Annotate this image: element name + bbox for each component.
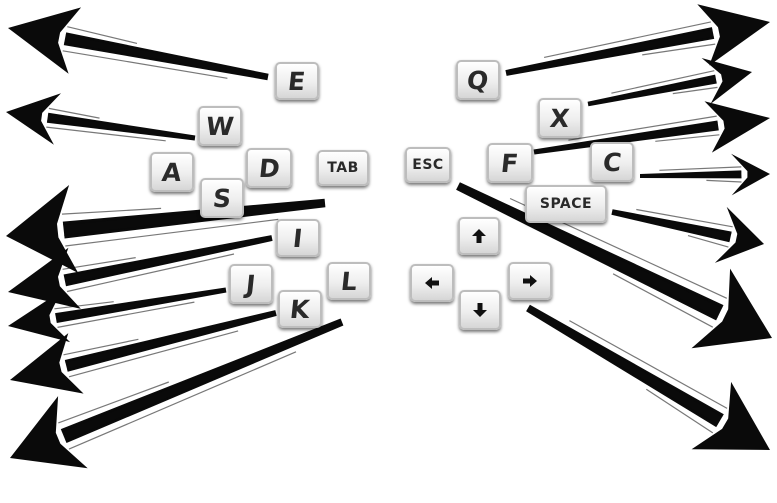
key-w-label: W bbox=[204, 111, 236, 141]
key-j-label: J bbox=[244, 269, 258, 299]
key-right bbox=[508, 262, 552, 300]
key-left bbox=[410, 264, 454, 302]
down-arrow-icon bbox=[473, 303, 487, 317]
key-k: K bbox=[278, 290, 322, 328]
key-tab: TAB bbox=[317, 150, 369, 186]
key-down bbox=[459, 290, 501, 330]
key-c-label: C bbox=[601, 147, 623, 177]
key-c: C bbox=[590, 142, 634, 182]
key-w: W bbox=[198, 106, 242, 146]
key-esc: ESC bbox=[405, 147, 451, 183]
key-up bbox=[458, 217, 500, 255]
key-tab-label: TAB bbox=[327, 160, 359, 176]
arrow-from-q bbox=[505, 4, 770, 76]
key-x: X bbox=[538, 98, 582, 138]
arrow-from-c bbox=[640, 153, 770, 196]
arrow-from-esc bbox=[456, 182, 772, 349]
key-l-label: L bbox=[339, 266, 359, 296]
arrow-from-space bbox=[611, 206, 764, 263]
arrow-from-k bbox=[10, 310, 277, 394]
arrow-from-w bbox=[6, 93, 196, 145]
key-q: Q bbox=[456, 60, 500, 100]
key-f-label: F bbox=[499, 148, 521, 178]
key-a: A bbox=[150, 152, 194, 192]
key-k-label: K bbox=[288, 294, 312, 324]
key-l: L bbox=[327, 262, 371, 300]
key-space-label: SPACE bbox=[539, 196, 593, 212]
key-space: SPACE bbox=[525, 185, 607, 223]
key-d: D bbox=[246, 148, 292, 188]
key-x-label: X bbox=[548, 103, 572, 133]
key-e-label: E bbox=[286, 66, 308, 96]
key-f: F bbox=[487, 143, 533, 183]
key-a-label: A bbox=[160, 157, 184, 187]
key-j: J bbox=[229, 264, 273, 304]
key-q-label: Q bbox=[465, 65, 491, 95]
arrow-from-l bbox=[10, 318, 344, 469]
left-arrow-icon bbox=[425, 277, 439, 289]
key-esc-label: ESC bbox=[412, 157, 444, 173]
key-e: E bbox=[275, 62, 319, 100]
right-arrow-icon bbox=[523, 275, 537, 287]
key-i: I bbox=[276, 219, 320, 257]
arrow-from-x bbox=[587, 58, 752, 107]
key-i-label: I bbox=[291, 223, 305, 253]
arrow-from-e bbox=[8, 7, 269, 81]
arrow-from-j bbox=[8, 287, 227, 343]
key-s: S bbox=[200, 178, 244, 218]
key-s-label: S bbox=[211, 183, 233, 213]
arrow-from-right bbox=[526, 304, 770, 450]
key-d-label: D bbox=[257, 153, 281, 183]
up-arrow-icon bbox=[472, 229, 486, 243]
